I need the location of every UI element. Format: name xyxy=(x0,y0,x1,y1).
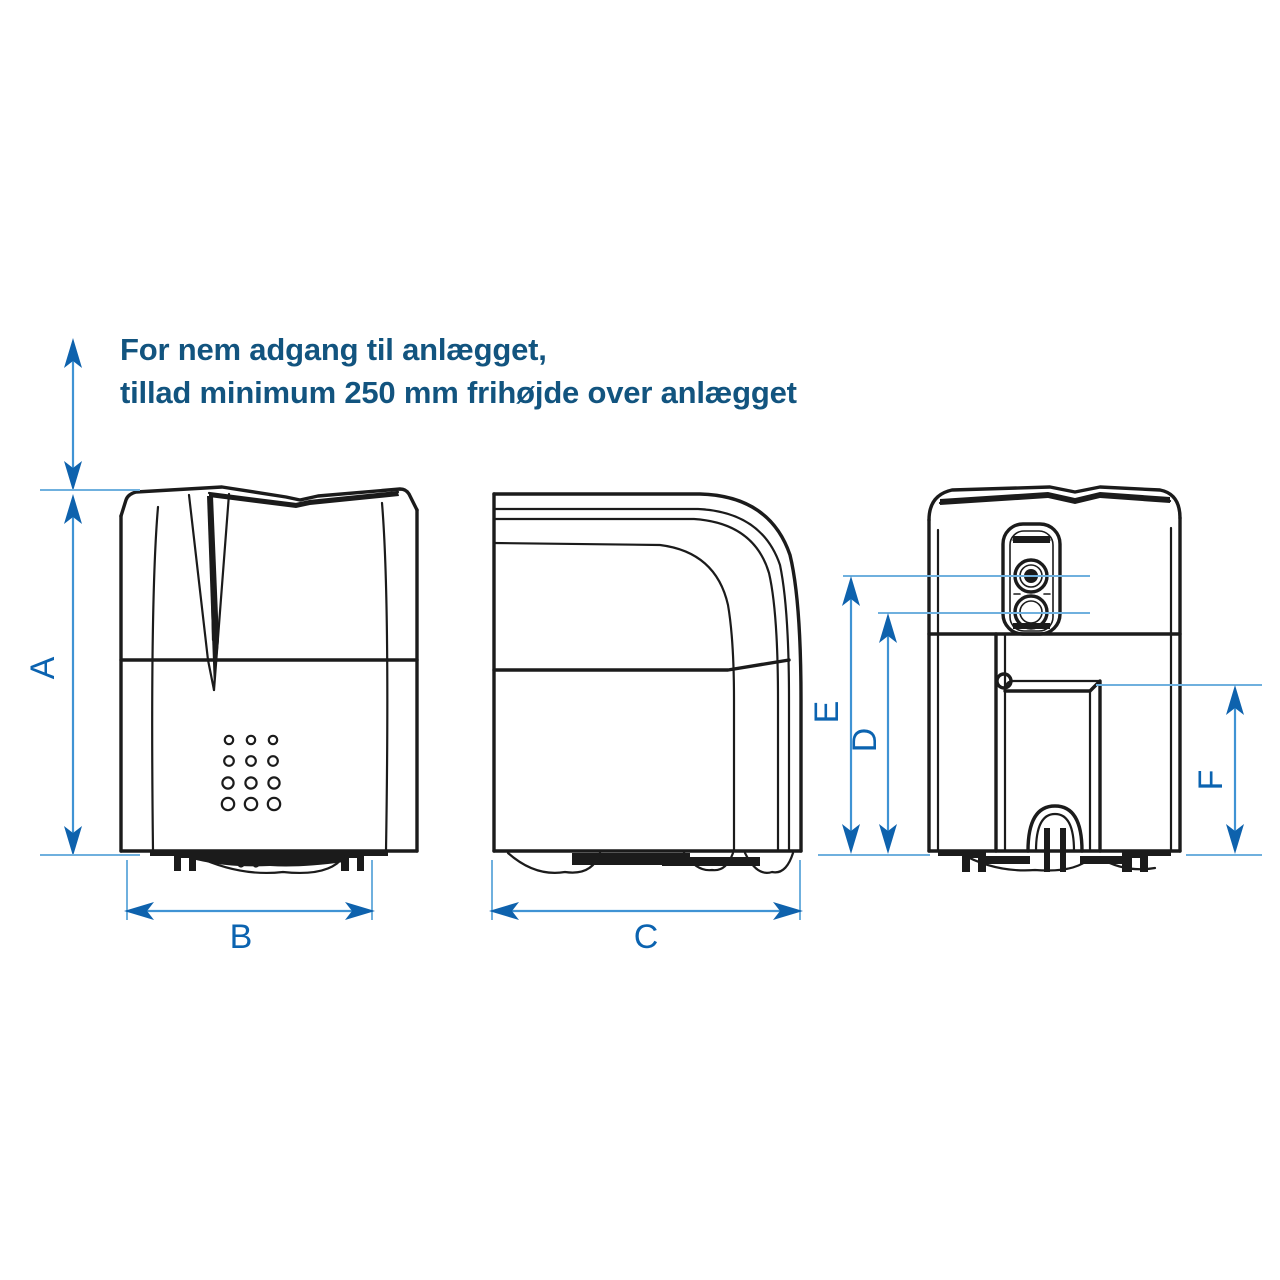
front-base-hole xyxy=(237,860,245,868)
front-foot-left xyxy=(150,851,196,871)
front-foot-right xyxy=(341,851,388,871)
side-shell-seam-2 xyxy=(492,517,780,853)
side-view xyxy=(492,492,803,874)
vent-dot xyxy=(243,796,259,812)
rear-view xyxy=(927,485,1182,872)
vent-dot xyxy=(223,755,235,767)
dim-B-arrow-left xyxy=(124,902,154,920)
dim-A-arrow-up xyxy=(64,494,82,524)
dim-F-label: F xyxy=(1192,770,1230,791)
vent-dot xyxy=(221,776,235,790)
dim-D-arrow-down xyxy=(879,824,897,854)
front-top-cap xyxy=(119,485,419,518)
vent-dot xyxy=(267,755,279,767)
dim-E-arrow-up xyxy=(842,576,860,606)
dimension-F: F xyxy=(1096,684,1262,856)
front-base-arch xyxy=(194,854,346,875)
side-base-shade-1 xyxy=(572,853,690,865)
dim-C-arrow-right xyxy=(773,902,803,920)
front-groove-wedge xyxy=(207,496,219,690)
clearance-arrow-down xyxy=(64,461,82,491)
rear-foot-left xyxy=(938,851,986,872)
dimension-D: D xyxy=(846,612,1090,854)
front-base-hole xyxy=(252,860,260,868)
dim-B-arrow-right xyxy=(345,902,375,920)
dimension-C: C xyxy=(489,860,803,956)
dim-D-arrow-up xyxy=(879,613,897,643)
vent-dot xyxy=(223,734,235,746)
front-base-shade xyxy=(196,851,344,867)
front-left-inner-line xyxy=(151,505,160,853)
front-view xyxy=(119,485,419,875)
rear-drain-arch xyxy=(1026,804,1084,853)
dim-A-arrow-down xyxy=(64,826,82,856)
rear-top-shade xyxy=(940,492,1170,505)
side-base-shade-2 xyxy=(662,857,760,866)
rear-foot-right xyxy=(1122,851,1171,872)
dim-C-arrow-left xyxy=(489,902,519,920)
vent-dot xyxy=(244,776,258,790)
rear-service-door xyxy=(994,632,1102,853)
dim-E-label: E xyxy=(808,701,846,724)
side-mid-divider xyxy=(492,658,791,672)
dimension-B: B xyxy=(124,860,375,956)
vent-dot xyxy=(245,734,257,746)
dimension-E: E xyxy=(808,575,1090,856)
vent-dot xyxy=(266,796,282,812)
front-right-inner-line xyxy=(380,501,389,853)
dim-A-label: A xyxy=(24,656,62,679)
vent-dot xyxy=(267,734,279,746)
rear-base-shade-left xyxy=(986,856,1030,864)
dim-E-arrow-down xyxy=(842,824,860,854)
dim-F-arrow-up xyxy=(1226,685,1244,715)
vent-dot xyxy=(267,776,281,790)
service-door-latch-hole xyxy=(995,672,1013,690)
connection-shade-top xyxy=(1013,536,1050,543)
front-top-seam-shade xyxy=(209,492,399,508)
side-outer-shell xyxy=(492,492,803,853)
connection-shade-bottom xyxy=(1013,623,1050,629)
rear-top-cap xyxy=(927,485,1182,522)
connection-housing-inner xyxy=(1009,530,1054,632)
clearance-note-line2: tillad minimum 250 mm frihøjde over anlæ… xyxy=(120,375,797,410)
dim-B-label: B xyxy=(230,918,253,956)
dim-F-arrow-down xyxy=(1226,824,1244,854)
rear-connection-panel xyxy=(1001,522,1062,636)
rear-drain-post-right xyxy=(1060,828,1066,872)
dimension-clearance xyxy=(40,338,140,491)
side-shell-seam-3 xyxy=(492,541,736,853)
clearance-arrow-up xyxy=(64,338,82,368)
vent-dot xyxy=(220,796,236,812)
dimension-A: A xyxy=(24,494,140,856)
side-shell-seam-1 xyxy=(492,507,791,853)
front-vent-grid xyxy=(220,734,282,812)
connection-housing-outer xyxy=(1001,522,1062,636)
dim-C-label: C xyxy=(634,918,659,956)
clearance-note-line1: For nem adgang til anlægget, xyxy=(120,332,547,367)
service-door-ledge xyxy=(1003,679,1102,853)
clearance-note: For nem adgang til anlægget, tillad mini… xyxy=(120,332,797,410)
rear-drain-post-left xyxy=(1044,828,1050,872)
vent-dot xyxy=(245,755,257,767)
rear-base-shade-right xyxy=(1080,856,1124,864)
dim-D-label: D xyxy=(846,728,884,753)
rear-drain-arch-inner xyxy=(1034,812,1076,853)
